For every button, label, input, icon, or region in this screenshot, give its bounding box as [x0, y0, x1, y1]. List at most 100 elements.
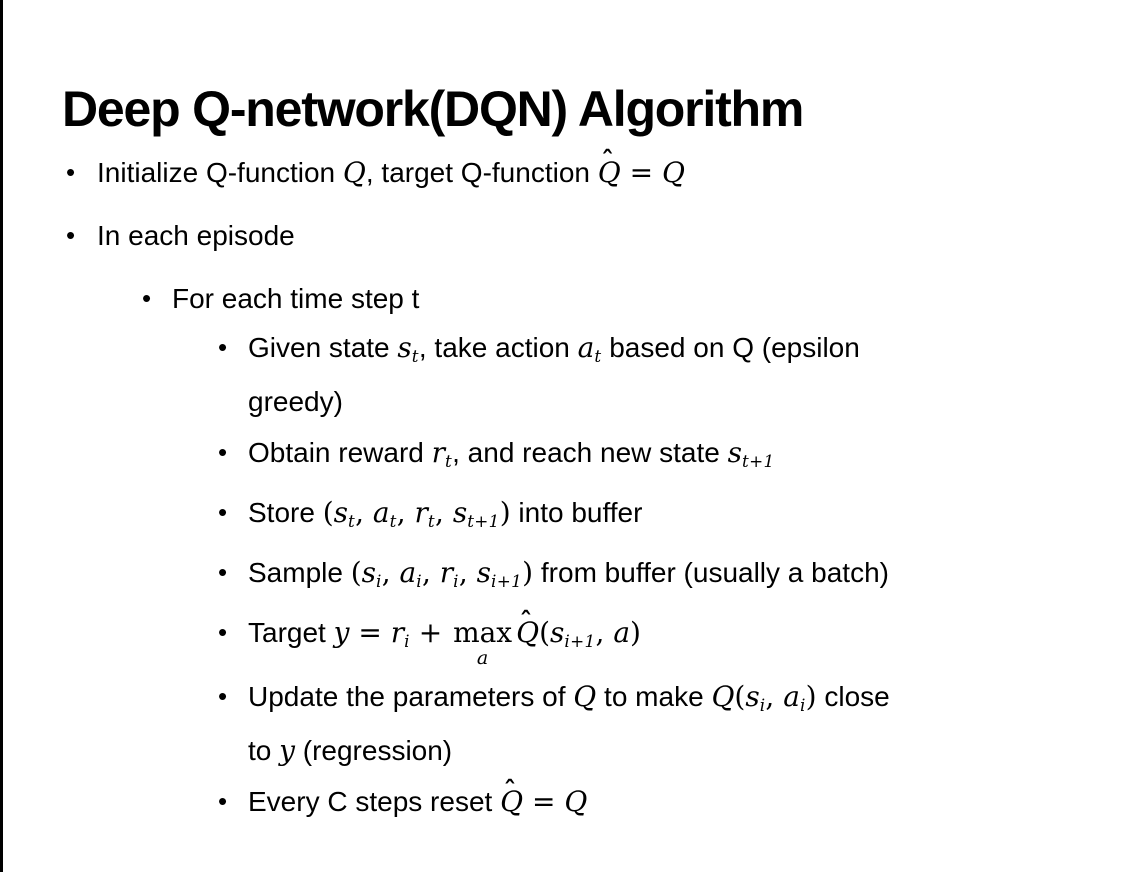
math-var: ri	[439, 556, 459, 592]
math-var: at	[372, 496, 397, 532]
math-operator: ,	[355, 496, 373, 530]
text-run: Target	[248, 617, 334, 649]
math-var: Q	[564, 785, 588, 819]
bullet-item: •For each time step t	[0, 276, 1104, 321]
bullet-text: Store (st, at, rt, st+1) into buffer	[248, 490, 1104, 544]
text-run: Given state	[248, 332, 398, 363]
left-border-line	[0, 0, 3, 872]
math-operator: =	[620, 156, 662, 189]
math-operator: )	[630, 616, 641, 650]
math-var: rt	[431, 436, 453, 472]
math-operator: )	[499, 496, 511, 530]
hat-accent: ˆ	[503, 774, 517, 805]
math-var: st	[333, 496, 356, 532]
text-run: greedy)	[248, 386, 343, 418]
math-var: Q	[342, 156, 366, 189]
math-operator: )	[805, 680, 817, 714]
text-run: Every C steps reset	[248, 786, 501, 818]
math-var: ai	[783, 680, 806, 716]
text-run: Sample	[248, 557, 351, 589]
math-subscript: t	[389, 511, 397, 532]
math-var: ai	[399, 556, 422, 592]
bullet-dot: •	[218, 786, 228, 817]
math-operator: ,	[396, 496, 415, 530]
math-subscript: t	[411, 346, 419, 367]
math-operator: +	[409, 616, 452, 650]
text-run: , take action	[418, 332, 578, 363]
text-run: Store	[248, 497, 323, 529]
bullet-text: Sample (si, ai, ri, si+1) from buffer (u…	[248, 550, 1104, 604]
bullet-dot: •	[66, 157, 76, 187]
text-run: from buffer (usually a batch)	[533, 557, 889, 589]
math-var: si	[361, 556, 382, 592]
math-var: st	[397, 331, 419, 367]
bullet-dot: •	[218, 332, 228, 362]
slide-title: Deep Q-network(DQN) Algorithm	[62, 80, 804, 137]
text-run: Update the parameters of	[248, 681, 574, 713]
text-run: In each episode	[97, 220, 295, 251]
math-operator: ,	[435, 496, 453, 530]
math-var: y	[279, 734, 295, 768]
bullet-dot: •	[66, 220, 76, 250]
math-subscript: i	[453, 571, 459, 592]
math-var: rt	[414, 496, 436, 532]
bullet-item: • Given state st, take action at based on…	[0, 325, 1104, 424]
bullet-dot: •	[218, 681, 228, 712]
math-subscript: i	[416, 571, 422, 592]
math-var: at	[577, 331, 602, 367]
text-run: close	[816, 681, 890, 713]
text-run: Initialize Q-function	[97, 157, 343, 188]
text-run: Obtain reward	[248, 437, 432, 469]
math-operator: (	[539, 616, 551, 650]
bullet-item: • In each episode	[0, 213, 1104, 258]
bullet-item: •Store (st, at, rt, st+1) into buffer	[0, 490, 1104, 544]
math-operator: =	[349, 616, 391, 650]
text-run: based on Q (epsilon	[601, 332, 860, 363]
math-var: si+1	[550, 616, 596, 652]
math-var: si	[745, 680, 766, 716]
bullet-item: •Initialize Q-function Q, target Q-funct…	[0, 145, 1104, 195]
math-subscript: i	[759, 695, 766, 716]
bullet-dot: •	[218, 437, 228, 468]
math-var: ri	[390, 616, 410, 652]
math-operator: =	[523, 785, 565, 819]
math-var: st+1	[727, 436, 775, 472]
text-run: (regression)	[294, 735, 453, 767]
math-subscript: i	[799, 695, 806, 716]
text-run: to	[248, 735, 280, 767]
math-subscript: i	[376, 571, 382, 592]
bullet-text: Given state st, take action at based on …	[248, 325, 1104, 424]
math-operator: )	[522, 556, 534, 590]
math-var: Q	[661, 156, 685, 189]
bullet-text: In each episode	[97, 213, 1104, 258]
math-var: si+1	[476, 556, 523, 592]
bullet-text: Update the parameters of Q to make Q(si,…	[248, 674, 1104, 773]
math-operator: ,	[421, 556, 440, 590]
math-operator: ,	[381, 556, 400, 590]
math-subscript: t	[594, 346, 602, 367]
text-run: , target Q-function	[365, 157, 598, 188]
math-operator: (	[350, 556, 362, 590]
math-operator: ,	[595, 616, 614, 650]
math-operator: ,	[458, 556, 477, 590]
max-label: max	[453, 616, 513, 650]
math-var: Q	[711, 680, 735, 714]
bullet-list: •Initialize Q-function Q, target Q-funct…	[0, 145, 1124, 830]
math-subscript: t	[348, 511, 356, 532]
math-subscript: t	[445, 451, 453, 472]
math-operator: ,	[765, 680, 784, 714]
text-run: For each time step t	[172, 283, 420, 314]
hat-accent: ˆ	[601, 145, 614, 176]
math-subscript: i+1	[564, 631, 596, 652]
math-var: a	[613, 616, 631, 650]
math-var: st+1	[452, 496, 500, 532]
